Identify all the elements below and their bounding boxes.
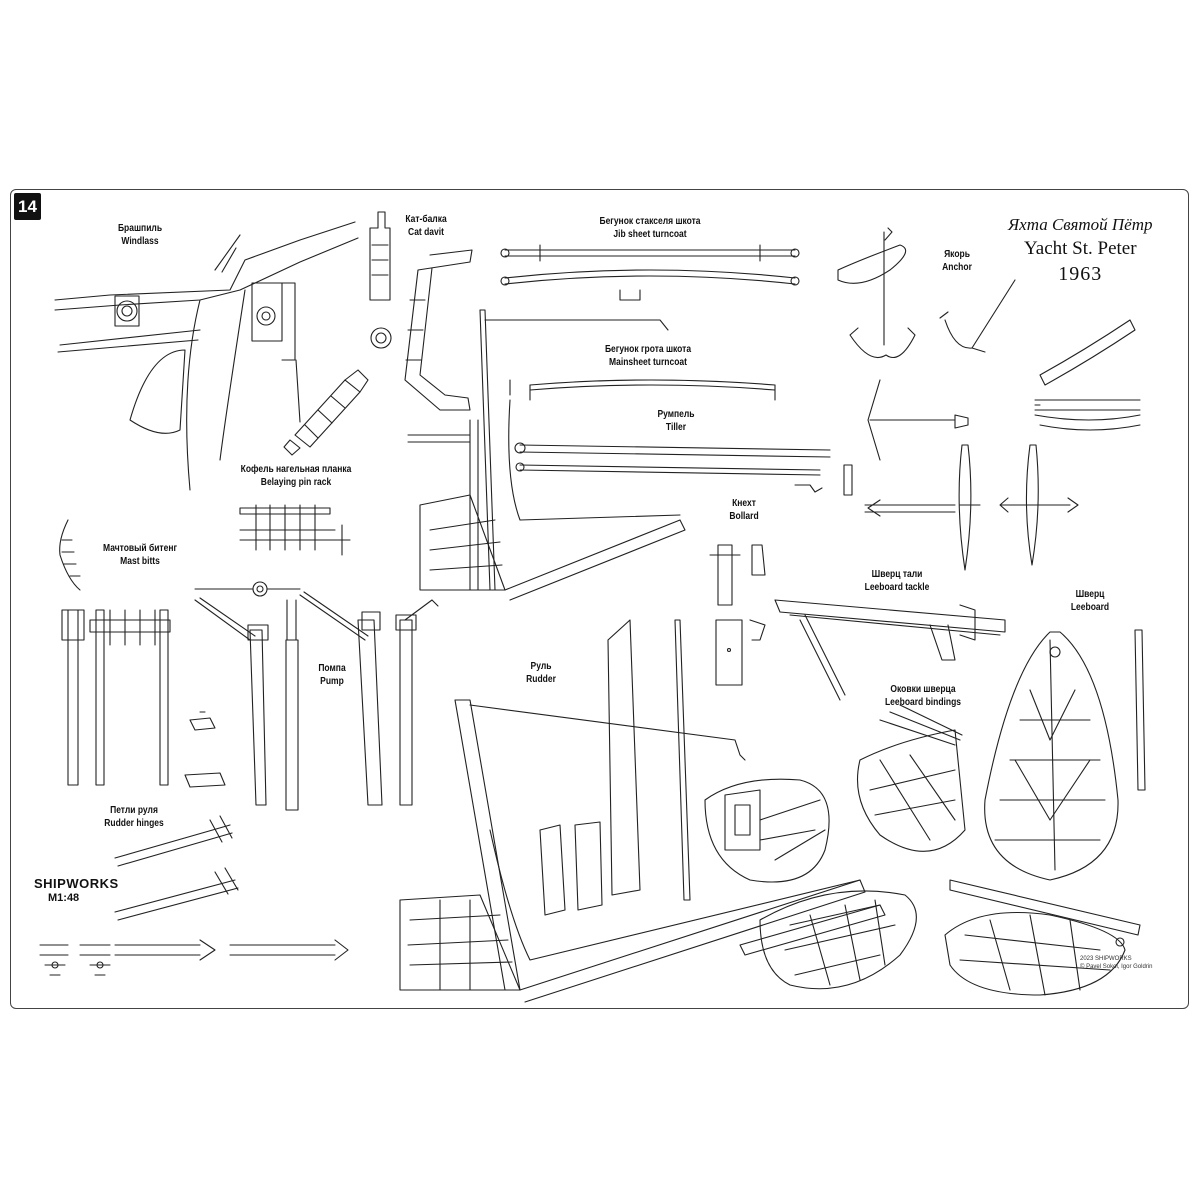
pump-drawing [194,581,439,811]
plan-title-block: Яхта Святой Пётр Yacht St. Peter 1963 [1008,215,1152,286]
rudder-hinges-drawing [39,711,349,976]
leeboard-lower-drawing [739,879,1141,996]
leeboard-tackle-drawing [774,599,1006,701]
mast-bitts-drawing [59,519,171,786]
rudder-lower-drawing [399,619,866,1003]
rudder-upper-drawing [407,309,686,601]
jib-sheet-turncoat-drawing [500,244,800,301]
mainsheet-turncoat-drawing [509,379,776,401]
title-russian: Яхта Святой Пётр [1008,215,1153,234]
sheet-number-badge: 14 [14,193,41,220]
belaying-pin-rack-drawing [239,504,351,556]
leeboard-bindings-drawing [857,704,966,852]
leeboard-drawing [984,629,1146,881]
title-english: Yacht St. Peter [1023,238,1137,259]
scale-label: M1:48 [48,892,80,904]
cat-davit-drawing [369,211,473,411]
brand-logo: SHIPWORKS [34,876,119,891]
copyright-note: 2023 SHIPWORKS © Pavel Sokol, Igor Goldr… [1080,956,1153,970]
bollard-drawing [709,544,766,686]
anchor-drawing [837,227,1141,571]
leeboard-binding-center-drawing [704,778,830,883]
drawing-sheet-frame [10,189,1189,1009]
title-year: 1963 [1058,263,1103,285]
windlass-drawing [54,221,359,491]
pump-fitting-drawing [283,369,369,456]
tiller-drawing [514,442,853,496]
